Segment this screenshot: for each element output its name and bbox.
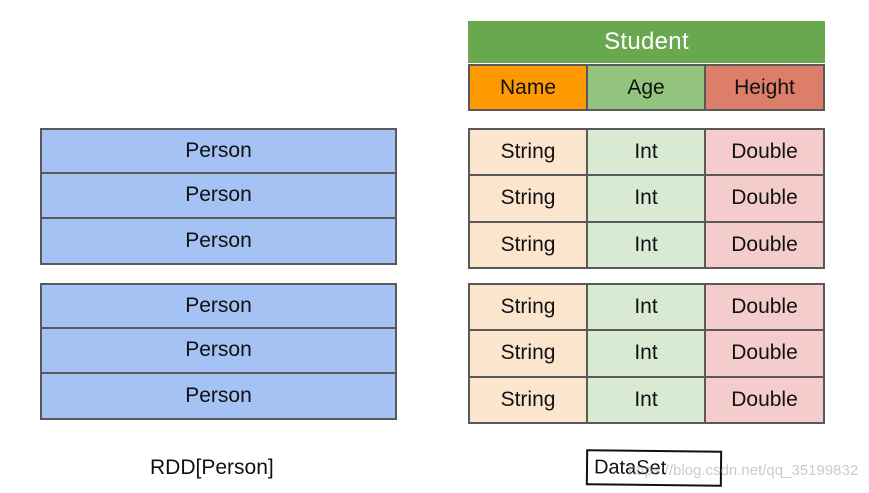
int-cell: Int — [588, 377, 706, 422]
dataset-row: String Int Double — [470, 176, 823, 223]
string-cell: String — [470, 377, 588, 422]
dataset-row: String Int Double — [470, 130, 823, 177]
dataset-row: String Int Double — [470, 285, 823, 332]
rdd-row: Person — [42, 285, 395, 330]
dataset-row: String Int Double — [470, 331, 823, 378]
double-cell: Double — [706, 222, 823, 267]
header-name: Name — [470, 66, 588, 109]
watermark: https://blog.csdn.net/qq_35199832 — [628, 462, 859, 479]
double-cell: Double — [706, 130, 823, 175]
int-cell: Int — [588, 285, 706, 330]
double-cell: Double — [706, 285, 823, 330]
string-cell: String — [470, 176, 588, 221]
header-age: Age — [588, 66, 706, 109]
double-cell: Double — [706, 176, 823, 221]
dataset-title: Student — [468, 21, 825, 63]
rdd-block-1: Person Person Person — [40, 128, 397, 265]
rdd-row: Person — [42, 218, 395, 263]
dataset-row: String Int Double — [470, 377, 823, 422]
rdd-label: RDD[Person] — [150, 456, 274, 479]
rdd-row: Person — [42, 130, 395, 175]
header-height: Height — [706, 66, 823, 109]
int-cell: Int — [588, 222, 706, 267]
int-cell: Int — [588, 130, 706, 175]
dataset-block-1: String Int Double String Int Double Stri… — [468, 128, 825, 269]
double-cell: Double — [706, 331, 823, 376]
double-cell: Double — [706, 377, 823, 422]
string-cell: String — [470, 222, 588, 267]
string-cell: String — [470, 331, 588, 376]
int-cell: Int — [588, 176, 706, 221]
rdd-block-2: Person Person Person — [40, 283, 397, 420]
rdd-row: Person — [42, 174, 395, 219]
int-cell: Int — [588, 331, 706, 376]
dataset-block-2: String Int Double String Int Double Stri… — [468, 283, 825, 424]
string-cell: String — [470, 130, 588, 175]
dataset-header-row: Name Age Height — [468, 64, 825, 111]
string-cell: String — [470, 285, 588, 330]
rdd-row: Person — [42, 329, 395, 374]
dataset-row: String Int Double — [470, 222, 823, 267]
rdd-row: Person — [42, 373, 395, 418]
